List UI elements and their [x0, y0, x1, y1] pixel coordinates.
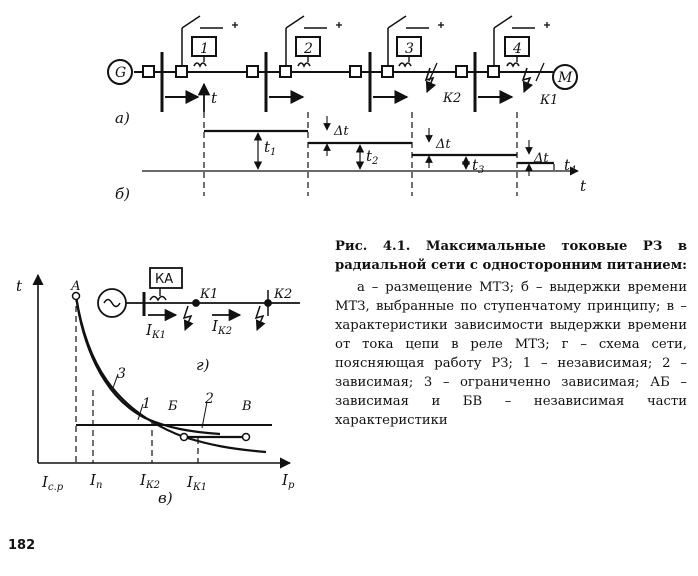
characteristics-v-labels: t А Б В 1 2 3 Iс.р Iп IК2 IК1 Iр в) [16, 277, 295, 507]
point-v [241, 432, 251, 442]
ik1-label: IК1 [145, 321, 166, 341]
scheme-k1-label: К1 [199, 287, 218, 302]
part-v-label: в) [158, 489, 173, 507]
axis-t-label: t [580, 177, 587, 195]
network-labels-a: G M 1 2 3 4 К2 К1 t а) [115, 41, 573, 127]
ka-relay-box [149, 267, 183, 289]
delta-t-1: Δt [333, 124, 349, 139]
scheme-g-labels: КА К1 К2 IК1 IК2 г) [145, 272, 292, 374]
page-number: 182 [8, 538, 36, 553]
characteristics-v [32, 273, 292, 469]
breaker-2b [279, 65, 292, 78]
t1-label: t1 [264, 138, 276, 158]
curve-number-1: 1 [142, 396, 151, 412]
point-a-label: А [70, 279, 81, 294]
motor-label: M [557, 70, 573, 86]
curve-number-3: 3 [117, 366, 126, 382]
delta-t-3: Δt [533, 151, 549, 166]
breaker-3b [381, 65, 394, 78]
point-b-label: Б [167, 399, 178, 414]
t4-label: t4 [564, 156, 576, 176]
point-v-label: В [241, 399, 252, 414]
relay-number-4: 4 [512, 41, 522, 57]
ka-label: КА [155, 272, 173, 287]
figure-caption: Рис. 4.1. Максимальные токовые РЗ в ради… [335, 237, 687, 430]
breaker-3a [349, 65, 362, 78]
generator-label: G [115, 65, 126, 81]
curve-3-limited [74, 295, 221, 436]
relay-number-1: 1 [200, 41, 209, 57]
breaker-2a [246, 65, 259, 78]
t3-label: t3 [472, 156, 484, 176]
xtick-ik1: IК1 [186, 473, 207, 493]
motor-symbol [552, 64, 578, 90]
xtick-ik2: IК2 [139, 471, 160, 491]
delta-t-2: Δt [435, 137, 451, 152]
breaker-4b [487, 65, 500, 78]
part-b-label: б) [115, 185, 130, 203]
t2-label: t2 [366, 147, 378, 167]
caption-body: а – размещение МТЗ; б – выдержки времени… [335, 280, 687, 428]
xtick-in: Iп [89, 471, 102, 491]
time-t-label: t [211, 89, 218, 107]
xtick-icp: Iс.р [41, 473, 64, 493]
curve-number-2: 2 [204, 391, 214, 407]
network-scheme-a [107, 15, 578, 112]
generator-symbol [107, 59, 133, 85]
part-a-label: а) [115, 109, 130, 127]
breaker-4a [455, 65, 468, 78]
time-labels-b: Δt Δt Δt t1 t2 t3 t4 t б) [115, 124, 587, 203]
ik2-label: IК2 [211, 317, 232, 337]
part-g-label: г) [196, 356, 210, 374]
relay-number-2: 2 [303, 41, 313, 57]
caption-title: Рис. 4.1. Максимальные токовые РЗ в ради… [335, 239, 688, 273]
y-axis-t-label: t [16, 277, 23, 295]
point-a [71, 291, 81, 301]
time-steps-b [142, 112, 579, 196]
breaker-1a [142, 65, 155, 78]
xaxis-ip: Iр [281, 471, 295, 491]
relay-number-3: 3 [405, 41, 414, 57]
scheme-k2-label: К2 [273, 287, 292, 302]
point-b [179, 432, 189, 442]
breaker-1b [175, 65, 188, 78]
fault-k1-label: К1 [539, 93, 558, 108]
curve-2-dependent [74, 295, 267, 454]
scheme-g [97, 267, 300, 331]
fault-k2-label: К2 [442, 91, 461, 106]
